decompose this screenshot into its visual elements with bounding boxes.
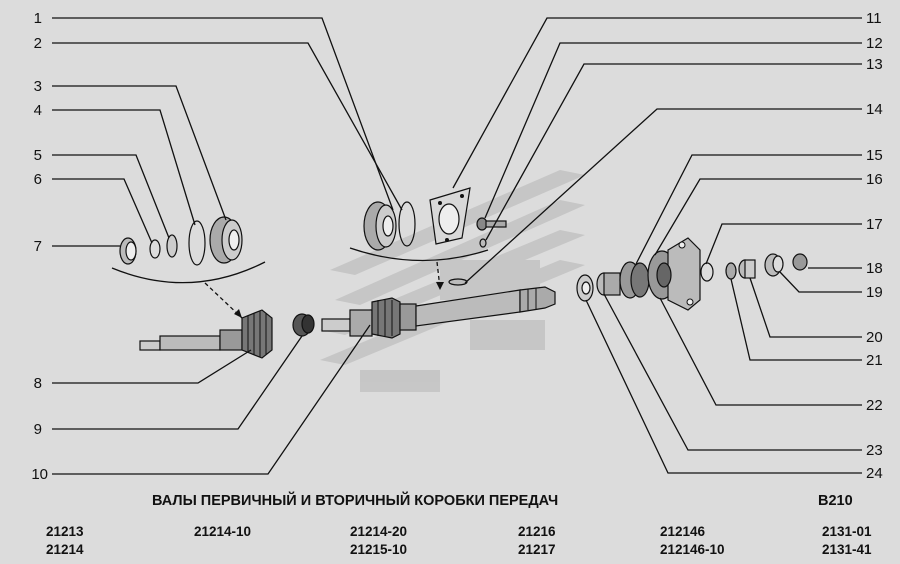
- callout-16: 16: [866, 171, 883, 188]
- callouts-right: 11 12 13 14 15 16 17 18 19 20 21 22 23 2…: [866, 10, 883, 482]
- callout-8: 8: [34, 375, 42, 392]
- part-cap-19: [764, 253, 784, 277]
- part-snap-ring-2: [398, 201, 416, 247]
- model-col2-row1: 21214-10: [194, 524, 251, 539]
- model-col5-row2: 212146-10: [660, 542, 725, 557]
- callout-12: 12: [866, 35, 883, 52]
- callout-21: 21: [866, 352, 883, 369]
- callout-9: 9: [34, 421, 42, 438]
- model-col4-row1: 21216: [518, 524, 556, 539]
- callout-14: 14: [866, 101, 883, 118]
- part-snap-ring-4: [188, 220, 206, 266]
- callouts-left: 1 2 3 4 5 6 7 8 9 10: [31, 10, 48, 483]
- part-bearing-3: [209, 216, 243, 264]
- part-nut-20: [738, 259, 756, 279]
- callout-22: 22: [866, 397, 883, 414]
- part-ring-6: [149, 239, 161, 259]
- part-washer-24: [576, 274, 594, 302]
- leader-lines: [52, 17, 862, 475]
- callout-19: 19: [866, 284, 883, 301]
- callout-6: 6: [34, 171, 42, 188]
- model-col6-row1: 2131-01: [822, 524, 872, 539]
- callout-13: 13: [866, 56, 883, 73]
- diagram-code: B210: [818, 493, 853, 509]
- model-col3-row2: 21215-10: [350, 542, 407, 557]
- callout-5: 5: [34, 147, 42, 164]
- model-col5-row1: 212146: [660, 524, 706, 539]
- model-col4-row2: 21217: [518, 542, 556, 557]
- part-washer-13: [479, 238, 487, 248]
- callout-4: 4: [34, 102, 42, 119]
- part-ring-17: [700, 262, 714, 282]
- diagram-title: ВАЛЫ ПЕРВИЧНЫЙ И ВТОРИЧНЫЙ КОРОБКИ ПЕРЕД…: [152, 491, 558, 509]
- callout-3: 3: [34, 78, 42, 95]
- callout-24: 24: [866, 465, 883, 482]
- model-list: 21213 21214 21214-10 21214-20 21215-10 2…: [46, 524, 872, 557]
- model-col6-row2: 2131-41: [822, 542, 872, 557]
- part-flange-15-16: [647, 237, 701, 311]
- group-bracket-left: [111, 261, 266, 284]
- part-key-14: [448, 278, 468, 286]
- part-needle-bearing-9: [292, 313, 315, 337]
- callout-18: 18: [866, 260, 883, 277]
- part-nut-18: [792, 253, 808, 271]
- callout-23: 23: [866, 442, 883, 459]
- model-col1-row2: 21214: [46, 542, 84, 557]
- callout-7: 7: [34, 238, 42, 255]
- assembly-arrow-left: [204, 282, 243, 319]
- part-washer-21: [725, 262, 737, 280]
- callout-1: 1: [34, 10, 42, 27]
- part-input-shaft-8: [139, 309, 273, 359]
- callout-15: 15: [866, 147, 883, 164]
- part-bearing-1: [363, 201, 397, 251]
- part-ring-5: [166, 234, 178, 258]
- part-seal-7: [119, 237, 137, 265]
- callout-17: 17: [866, 216, 883, 233]
- model-col3-row1: 21214-20: [350, 524, 407, 539]
- part-output-shaft-10: [321, 286, 556, 339]
- group-bracket-center: [349, 247, 489, 262]
- part-bearing-22: [619, 261, 650, 299]
- callout-2: 2: [34, 35, 42, 52]
- callout-11: 11: [866, 10, 882, 27]
- callout-20: 20: [866, 329, 883, 346]
- part-cover-plate-11: [429, 187, 471, 245]
- part-bolt-12: [476, 217, 507, 231]
- model-col1-row1: 21213: [46, 524, 84, 539]
- callout-10: 10: [31, 466, 48, 483]
- part-sleeve-23: [596, 272, 621, 296]
